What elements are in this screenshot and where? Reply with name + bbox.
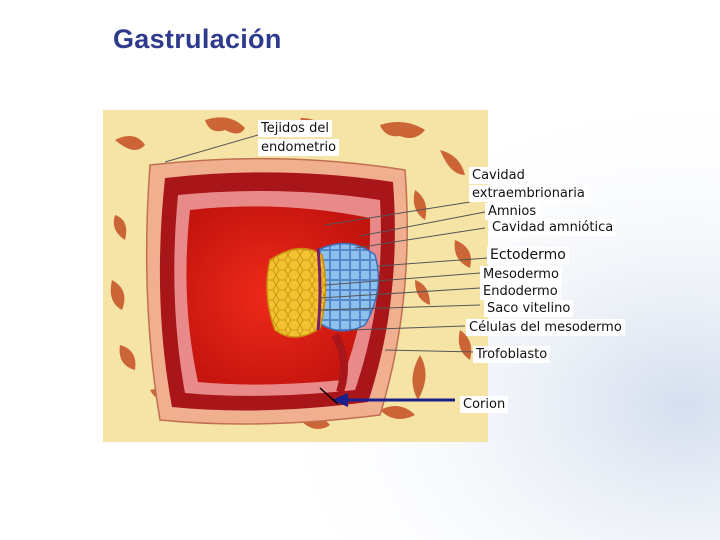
connecting-stalk bbox=[331, 332, 348, 394]
label-trofoblasto: Trofoblasto bbox=[473, 346, 551, 363]
label-saco-vitelino: Saco vitelino bbox=[484, 300, 574, 317]
label-endodermo: Endodermo bbox=[480, 283, 561, 300]
embryonic-disc bbox=[316, 247, 322, 331]
corion-arrow bbox=[319, 387, 455, 407]
label-cavidad-amniotica: Cavidad amniótica bbox=[489, 219, 617, 236]
label-corion: Corion bbox=[460, 396, 509, 413]
amnion bbox=[317, 242, 380, 332]
label-tejidos-endometrio-1: Tejidos del bbox=[258, 120, 332, 137]
yolk-sac bbox=[266, 247, 327, 338]
label-celulas-mesodermo: Células del mesodermo bbox=[466, 319, 625, 336]
leader-lines bbox=[164, 134, 489, 353]
label-cavidad-extra-1: Cavidad bbox=[469, 167, 528, 184]
slide-title: Gastrulación bbox=[113, 24, 282, 54]
label-ectodermo: Ectodermo bbox=[487, 247, 569, 264]
label-tejidos-endometrio-2: endometrio bbox=[258, 139, 340, 156]
label-amnios: Amnios bbox=[485, 203, 540, 220]
label-mesodermo: Mesodermo bbox=[480, 266, 562, 283]
label-cavidad-extra-2: extraembrionaria bbox=[469, 185, 588, 202]
